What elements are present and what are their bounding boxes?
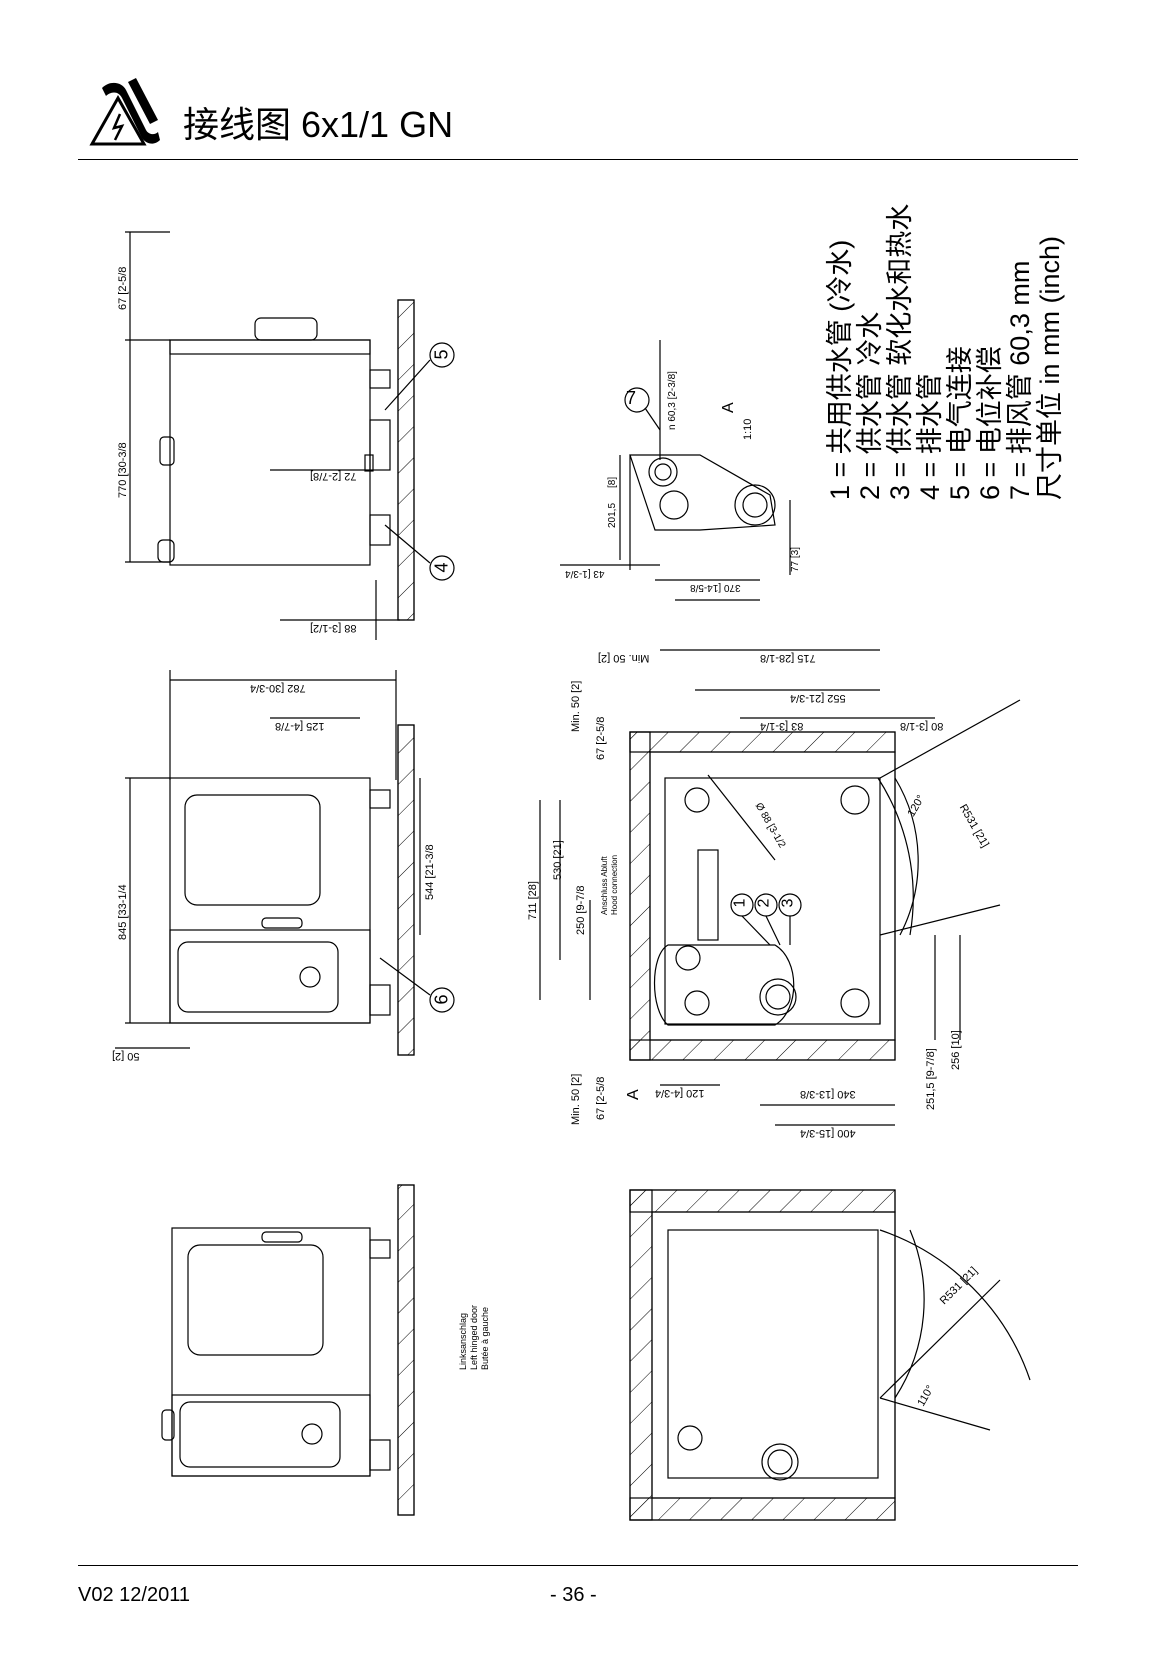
- plan-note: Hood connection: [610, 854, 619, 915]
- dim-label: 250 [9-7/8: [575, 885, 587, 935]
- left-hinged-label-line: Linksanschlag: [458, 1312, 468, 1370]
- dim-label: Min. 50 [2]: [570, 1073, 582, 1125]
- dim-label: 120 [4-3/4: [655, 1087, 705, 1099]
- dim-label: 256 [10]: [950, 1030, 962, 1070]
- legend-item-1: 1 = 共用供水管 (冷水): [825, 239, 855, 500]
- legend-item-7: 7 = 排风管 60,3 mm: [1005, 260, 1035, 500]
- dim-label: 552 [21-3/4: [790, 692, 846, 704]
- left-hinged-side-view: [161, 1184, 415, 1516]
- dim-label: 67 [2-5/8: [595, 716, 607, 760]
- dim-label: 88 [3-1/2]: [310, 622, 357, 634]
- legend-item-units: 尺寸单位 in mm (inch): [1035, 235, 1065, 500]
- dim-label: 50 [2]: [112, 1050, 140, 1062]
- callout-2: 2: [755, 898, 773, 908]
- dim-label: 251,5 [9-7/8]: [925, 1048, 937, 1110]
- left-hinged-label: Linksanschlag Left hinged door Butée à g…: [458, 1305, 491, 1370]
- legend-item-6: 6 = 电位补偿: [975, 346, 1005, 500]
- detail-a-scale: 1:10: [742, 418, 754, 440]
- dim-label: 845 [33-1/4: [117, 884, 129, 940]
- dim-label: 67 [2-5/8: [595, 1076, 607, 1120]
- dim-label: 80 [3-1/8: [900, 720, 944, 732]
- callout-7: 7: [626, 388, 637, 408]
- dim-label: 530 [21]: [552, 840, 564, 880]
- dim-label: 125 [4-7/8: [275, 720, 325, 732]
- detail-a: [560, 340, 791, 601]
- dim-label: [8]: [607, 476, 618, 488]
- callout-6: 6: [431, 994, 452, 1005]
- dim-label: 77 [3]: [790, 546, 801, 572]
- plan-note: Anschluss Abluft: [600, 856, 609, 915]
- side-view-top: [125, 231, 455, 640]
- dim-label: 770 [30-3/8: [117, 442, 129, 498]
- callout-5: 5: [431, 349, 452, 360]
- left-hinged-label-line: Butée à gauche: [480, 1306, 490, 1370]
- front-view: [115, 670, 455, 1056]
- dim-label: 201,5: [607, 502, 618, 528]
- dim-label: 43 [1-3/4: [565, 568, 605, 579]
- dim-label: n 60,3 [2-3/8]: [667, 371, 678, 430]
- dim-label: 83 [3-1/4: [760, 720, 804, 732]
- wrench-warning-icon: [89, 78, 160, 146]
- footer-rule: [78, 1565, 1078, 1566]
- page-number: - 36 -: [550, 1584, 597, 1606]
- dim-label: Min. 50 [2]: [598, 652, 650, 664]
- page-header: 接线图 6x1/1 GN: [78, 72, 1078, 160]
- legend-item-5: 5 = 电气连接: [945, 346, 975, 500]
- detail-a-label: A: [720, 402, 737, 413]
- dim-label: 782 [30-3/4: [250, 682, 306, 694]
- dim-label: 370 [14-5/8: [690, 582, 741, 593]
- section-marker: A: [625, 1089, 642, 1100]
- left-hinged-label-line: Left hinged door: [469, 1304, 479, 1370]
- callout-1: 1: [731, 898, 749, 908]
- dim-label: 340 [13-3/8: [800, 1088, 856, 1100]
- callout-3: 3: [779, 898, 797, 908]
- dim-label: 67 [2-5/8: [117, 266, 129, 310]
- legend-item-4: 4 = 排水管: [915, 373, 945, 500]
- footer-version: V02 12/2011: [78, 1584, 190, 1606]
- dim-label: 715 [28-1/8: [760, 652, 816, 664]
- header-rule: [78, 159, 1078, 160]
- dim-label: 72 [2-7/8]: [310, 470, 357, 482]
- dim-label: 400 [15-3/4: [800, 1127, 856, 1139]
- legend-list: 1 = 共用供水管 (冷水) 2 = 供水管 冷水 3 = 供水管 软化水和热水…: [825, 204, 1065, 500]
- plan-view: [539, 649, 1021, 1126]
- page-title: 接线图 6x1/1 GN: [183, 104, 454, 145]
- legend-item-2: 2 = 供水管 冷水: [855, 311, 885, 500]
- dim-label: 711 [28]: [527, 881, 539, 920]
- dim-label: Min. 50 [2]: [570, 680, 582, 732]
- legend-item-3: 3 = 供水管 软化水和热水: [885, 203, 915, 500]
- callout-4: 4: [431, 562, 452, 573]
- left-hinged-plan-view: [629, 1189, 1031, 1521]
- dim-label: 544 [21-3/8: [424, 844, 436, 900]
